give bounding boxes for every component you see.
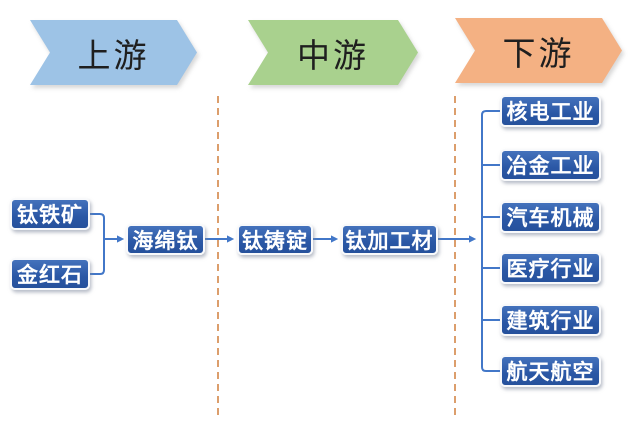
node-medical-industry: 医疗行业 <box>500 252 601 284</box>
stage-label-midstream: 中游 <box>297 35 369 75</box>
node-aerospace: 航天航空 <box>500 355 601 387</box>
node-titanium-mill-products: 钛加工材 <box>341 224 438 255</box>
connector-ilmenite-merge <box>90 213 105 239</box>
connector-downstream-spine <box>481 110 500 372</box>
node-ilmenite: 钛铁矿 <box>10 198 90 230</box>
stage-label-downstream: 下游 <box>502 33 575 73</box>
node-titanium-sponge: 海绵钛 <box>126 224 205 255</box>
stage-banner-midstream: 中游 <box>248 20 418 85</box>
stage-banner-downstream: 下游 <box>455 18 622 83</box>
downstream-chevron: 下游 <box>455 18 622 83</box>
midstream-chevron: 中游 <box>248 20 418 85</box>
connector-rutile-merge <box>90 239 105 275</box>
upstream-chevron: 上游 <box>30 20 197 85</box>
node-metallurgy-industry: 冶金工业 <box>500 149 601 181</box>
node-auto-machinery: 汽车机械 <box>500 201 601 233</box>
stage-banner-upstream: 上游 <box>30 20 197 85</box>
node-rutile: 金红石 <box>10 258 90 290</box>
node-construction-industry: 建筑行业 <box>500 304 601 336</box>
node-nuclear-power-industry: 核电工业 <box>500 95 601 127</box>
stage-label-upstream: 上游 <box>77 35 150 75</box>
node-titanium-ingot: 钛铸锭 <box>237 224 313 255</box>
